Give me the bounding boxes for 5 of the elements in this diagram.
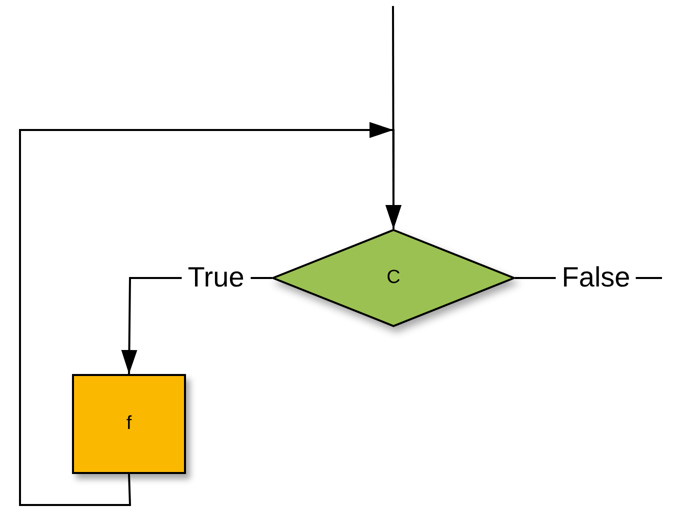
decision-diamond: [272, 229, 515, 327]
node-label: C: [386, 267, 400, 289]
process-box: [72, 374, 186, 474]
arrow: [19, 122, 402, 506]
node-label: f: [126, 413, 132, 435]
